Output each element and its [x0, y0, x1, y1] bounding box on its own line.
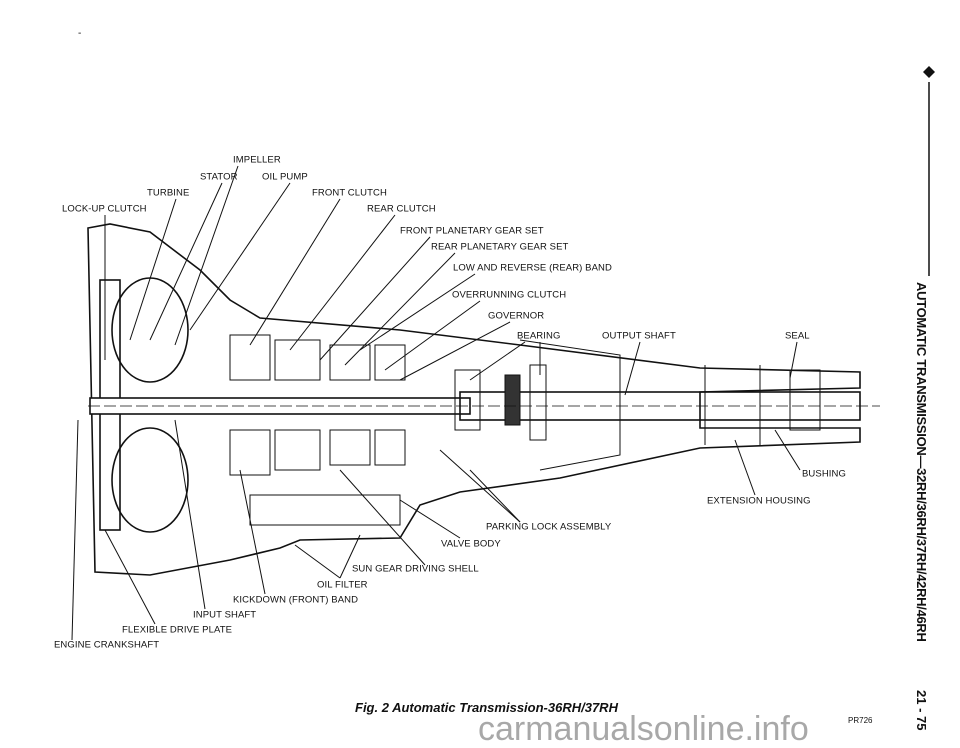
label-seal: SEAL	[785, 330, 810, 342]
label-oil-pump: OIL PUMP	[262, 171, 308, 183]
figure-caption: Fig. 2 Automatic Transmission-36RH/37RH	[355, 700, 618, 715]
label-rear-clutch: REAR CLUTCH	[367, 203, 436, 215]
label-bushing: BUSHING	[802, 468, 846, 480]
label-turbine: TURBINE	[147, 187, 190, 199]
diamond-marker-icon	[923, 66, 935, 78]
label-output-shaft: OUTPUT SHAFT	[602, 330, 676, 342]
transmission-housing	[87, 223, 861, 576]
label-sun-gear-shell: SUN GEAR DRIVING SHELL	[352, 563, 479, 575]
torque-converter	[111, 277, 189, 383]
label-valve-body: VALVE BODY	[441, 538, 501, 550]
label-front-planetary: FRONT PLANETARY GEAR SET	[400, 225, 544, 237]
label-stator: STATOR	[200, 171, 238, 183]
label-lockup-clutch: LOCK-UP CLUTCH	[62, 203, 147, 215]
figure-code: PR726	[848, 716, 873, 725]
stray-mark: -	[78, 28, 82, 39]
label-kickdown-band: KICKDOWN (FRONT) BAND	[233, 594, 359, 606]
label-impeller: IMPELLER	[233, 154, 281, 166]
watermark: carmanualsonline.info	[478, 710, 809, 748]
label-input-shaft: INPUT SHAFT	[193, 609, 257, 621]
label-overrunning-clutch: OVERRUNNING CLUTCH	[452, 289, 567, 301]
label-oil-filter: OIL FILTER	[317, 579, 368, 591]
label-governor: GOVERNOR	[488, 310, 545, 322]
label-bearing: BEARING	[517, 330, 561, 342]
label-low-reverse-band: LOW AND REVERSE (REAR) BAND	[453, 262, 612, 274]
page-number: 21 - 75	[914, 690, 929, 731]
label-parking-lock: PARKING LOCK ASSEMBLY	[486, 521, 612, 533]
label-extension-housing: EXTENSION HOUSING	[707, 495, 811, 507]
label-rear-planetary: REAR PLANETARY GEAR SET	[431, 241, 569, 253]
label-engine-crankshaft: ENGINE CRANKSHAFT	[54, 639, 160, 651]
label-front-clutch: FRONT CLUTCH	[312, 187, 387, 199]
label-flexible-drive-plate: FLEXIBLE DRIVE PLATE	[122, 624, 233, 636]
section-title: AUTOMATIC TRANSMISSION—32RH/36RH/37RH/42…	[914, 282, 929, 642]
